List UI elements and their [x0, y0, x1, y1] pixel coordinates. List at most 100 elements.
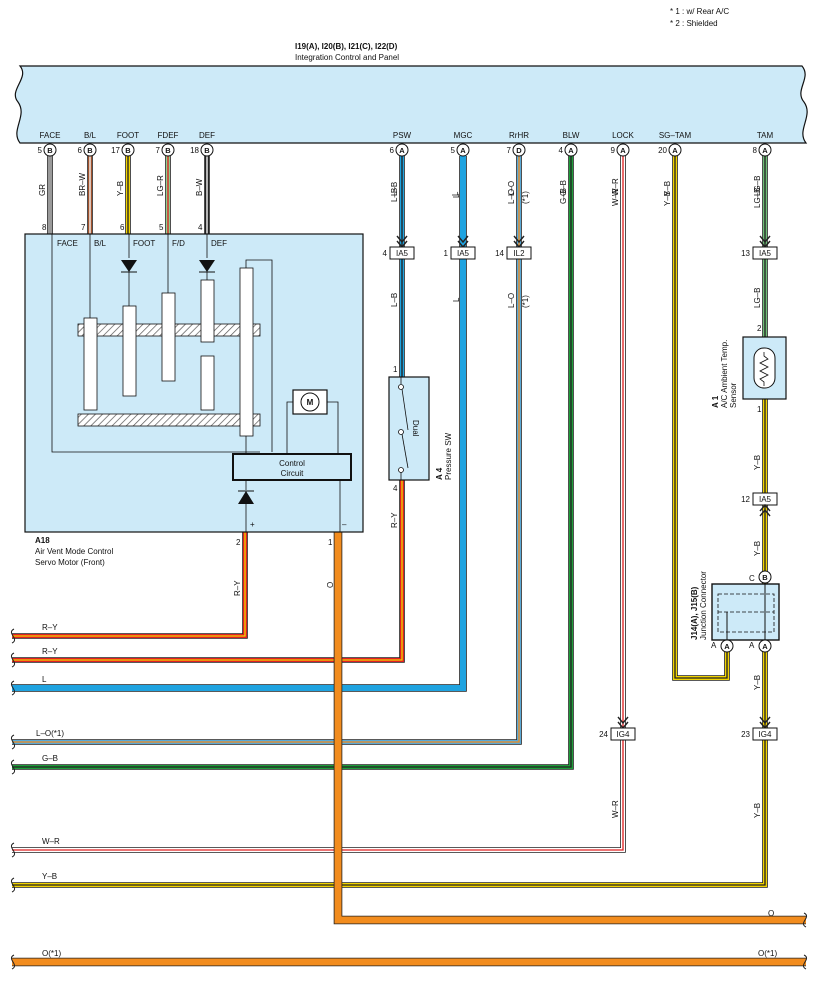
ecu-pin-label: SG–TAM [659, 131, 692, 140]
pressure-switch-name: Pressure SW [444, 432, 453, 480]
ambient-sensor-pin-bottom: 1 [757, 405, 762, 414]
servo-pin-num-face: 8 [42, 223, 47, 232]
connector-rrhr-box [506, 246, 532, 260]
connector-lock-box [610, 727, 636, 741]
ecu-pin-circle [564, 143, 578, 157]
ecu-pin-circle [395, 143, 409, 157]
wire-psw-out-stripe [12, 480, 403, 661]
servo-pin-num-foot: 6 [120, 223, 125, 232]
ecu-pin-connector: B [165, 146, 171, 155]
junction-pin-circle [758, 570, 772, 584]
ecu-pin-number: 5 [38, 146, 43, 155]
servo-pin-plus-num: 2 [236, 538, 241, 547]
junction-pin-letter: A [762, 642, 768, 651]
ecu-pin-label: MGC [454, 131, 473, 140]
motor-icon: M [307, 398, 314, 407]
junction-pin-letter: B [762, 573, 768, 582]
bus-label-right: O [768, 909, 774, 918]
wire-label-lock-upper: W–R [611, 188, 620, 206]
wire-end-left-2 [10, 680, 16, 696]
ecu-wire-label: L–O [507, 181, 516, 196]
servo-pin-label-def: DEF [211, 239, 227, 248]
wire-label-tam-upper: LG–B [753, 188, 762, 208]
servo-wire-plus: R–Y [233, 580, 242, 596]
ecu-wire-label: LG–R [156, 175, 165, 196]
connector-psw-num: 4 [383, 249, 388, 258]
junction-pin-letter: A [724, 642, 730, 651]
ecu-name: Integration Control and Panel [295, 53, 399, 62]
wire-label-rrhr-lower: L–O [507, 293, 516, 308]
ecu-pin-number: 8 [753, 146, 758, 155]
connector-rrhr-name: IL2 [513, 249, 525, 258]
ecu-wire-label: G–B [559, 180, 568, 196]
ecu-pin-number: 7 [507, 146, 512, 155]
wire-group [12, 156, 806, 967]
ecu-pin-circle [161, 143, 175, 157]
ecu-pin-label: FACE [40, 131, 61, 140]
ecu-pin-connector: A [568, 146, 574, 155]
wire-end-left-1 [10, 652, 16, 668]
bus-label: R–Y [42, 623, 58, 632]
ecu-wire-label: LG–B [753, 176, 762, 196]
wire-blw-stripe [12, 156, 572, 768]
bus-label: L–O(*1) [36, 729, 64, 738]
wire-servo-minus [334, 532, 806, 924]
ecu-pin-label: PSW [393, 131, 412, 140]
ecu-pin-connector: B [125, 146, 131, 155]
bus-label: G–B [42, 754, 58, 763]
ecu-pin-number: 6 [78, 146, 83, 155]
ecu-pin-circle [83, 143, 97, 157]
servo-pin-label-bl: B/L [94, 239, 107, 248]
servo-pin-label-fd: F/D [172, 239, 185, 248]
ecu-wire-label: B–W [195, 178, 204, 196]
connector-sensor-out-arrow [759, 503, 771, 517]
ecu-pin-circle [121, 143, 135, 157]
ecu-pin-label: RrHR [509, 131, 529, 140]
wire-end-left-6 [10, 877, 16, 893]
wire-jc-out-stripe [12, 640, 766, 886]
ecu-pin-label: TAM [757, 131, 774, 140]
ecu-panel [14, 65, 808, 144]
connector-sensor-out-name: IA5 [759, 495, 772, 504]
wire-label-rrhr-lower-note: (*1) [521, 295, 530, 308]
ecu-wire-label: BR–W [78, 172, 87, 196]
servo-pin-num-def: 4 [198, 223, 203, 232]
wire-label-rrhr-upper: L–O [507, 189, 516, 204]
wire-end-left-3 [10, 734, 16, 750]
pressure-switch-code: A 4 [435, 467, 444, 480]
wire-mgc [12, 156, 466, 691]
ecu-pin-label: LOCK [612, 131, 634, 140]
servo-name: Air Vent Mode Control [35, 547, 113, 556]
ecu-pin-label: BLW [563, 131, 580, 140]
connector-sensor-out-num: 12 [741, 495, 750, 504]
ecu-pin-connector: B [87, 146, 93, 155]
ecu-pin-circle [668, 143, 682, 157]
control-circuit-label-2: Circuit [281, 469, 304, 478]
bus-label: L [42, 675, 47, 684]
ecu-pin-number: 5 [451, 146, 456, 155]
bus-label: Y–B [42, 872, 57, 881]
ecu-wire-label: L–B [390, 182, 399, 196]
servo-pin-label-foot: FOOT [133, 239, 155, 248]
connector-jc-out-name: IG4 [759, 730, 772, 739]
junction-pin-a1: A [711, 641, 717, 650]
wire-label-psw-upper: L–B [390, 188, 399, 202]
wire-label-rrhr-upper-note: (*1) [521, 191, 530, 204]
wire-end-left-0 [10, 628, 16, 644]
ecu-wire-label: Y–B [116, 181, 125, 196]
connector-lock-num: 24 [599, 730, 608, 739]
wire-lock-stripe [12, 156, 624, 851]
ecu-pin-connector: B [204, 146, 210, 155]
wire-label-jc-out: Y–B [753, 675, 762, 690]
wire-label-mgc-lower: L [452, 297, 461, 302]
ecu-pin-number: 4 [559, 146, 564, 155]
connector-lock-name: IG4 [617, 730, 630, 739]
ambient-sensor-pin-top: 2 [757, 324, 762, 333]
wire-end-left-5 [10, 842, 16, 858]
ecu-pin-number: 18 [190, 146, 199, 155]
ecu-pin-connector: A [620, 146, 626, 155]
wire-end-right-0 [802, 912, 808, 928]
connector-jc-out-box [752, 727, 778, 741]
ecu-pin-connector: B [47, 146, 53, 155]
